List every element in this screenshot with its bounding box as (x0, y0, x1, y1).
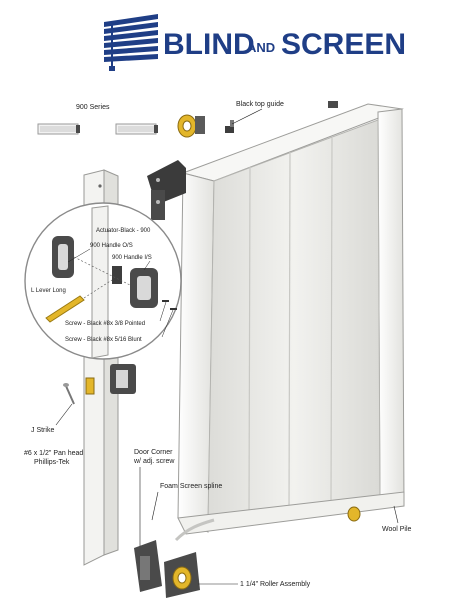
profile-left (37, 123, 80, 135)
logo-word-blind: BLIND (163, 28, 255, 61)
label-roller-assembly: 1 1/4" Roller Assembly (240, 581, 311, 588)
handle-detail-inset (24, 202, 182, 360)
label-wool-pile: Wool Pile (382, 526, 412, 533)
label-door-corner-2: w/ adj. screw (133, 458, 175, 465)
label-foam-spline: Foam Screen spline (160, 483, 222, 490)
label-pan-head-1: #6 x 1/2" Pan head (24, 450, 83, 457)
leader-wool-pile (393, 505, 399, 524)
series-profiles: 900 Series (37, 104, 158, 135)
label-black-top-guide: Black top guide (236, 101, 284, 108)
l-lever-part (45, 295, 85, 323)
top-roller-wheel (177, 114, 205, 138)
leader-handle-is (143, 260, 151, 271)
label-screw-pointed: Screw - Black #8x 3/8 Pointed (65, 321, 145, 327)
screen-door-panel (147, 103, 405, 535)
top-guide-bracket (147, 160, 186, 220)
black-top-guide-part (225, 120, 234, 133)
brand-logo: BLIND AND SCREEN (104, 14, 406, 71)
label-j-strike: J Strike (31, 427, 54, 434)
door-corner-part (134, 540, 162, 592)
handle-os-part (52, 236, 74, 278)
label-900-series: 900 Series (76, 104, 110, 111)
label-door-corner-1: Door Corner (134, 449, 173, 456)
label-screw-blunt: Screw - Black #8x 5/16 Blunt (65, 337, 142, 343)
leader-foam-spline (151, 491, 159, 521)
j-strike-part (85, 377, 95, 395)
blinds-icon (104, 14, 158, 71)
screw-blunt-part (170, 308, 177, 310)
roller-assembly-part (164, 552, 200, 598)
label-handle-os: 900 Handle O/S (90, 243, 133, 249)
actuator-part (112, 266, 122, 284)
latch-bracket (110, 364, 136, 394)
leader-top-guide (231, 108, 263, 125)
leader-handle-os (67, 248, 91, 263)
label-handle-is: 900 Handle I/S (112, 255, 152, 261)
profile-right (115, 123, 158, 135)
label-l-lever: L Lever Long (31, 288, 66, 294)
handle-is-part (130, 268, 158, 308)
label-pan-head-2: Phillips-Tek (34, 459, 70, 466)
label-actuator: Actuator-Black - 900 (96, 228, 151, 234)
top-guide-pin (328, 101, 338, 108)
bottom-roller-wheel (347, 506, 361, 522)
leader-j-strike (55, 403, 73, 426)
foam-spline-curl (174, 518, 215, 542)
logo-word-screen: SCREEN (281, 28, 406, 61)
screw-pointed-part (162, 300, 169, 302)
leader-screw-blunt (161, 309, 174, 338)
pan-head-screw (63, 383, 75, 405)
logo-word-and: AND (247, 40, 275, 55)
leader-screw-pointed (159, 301, 167, 322)
